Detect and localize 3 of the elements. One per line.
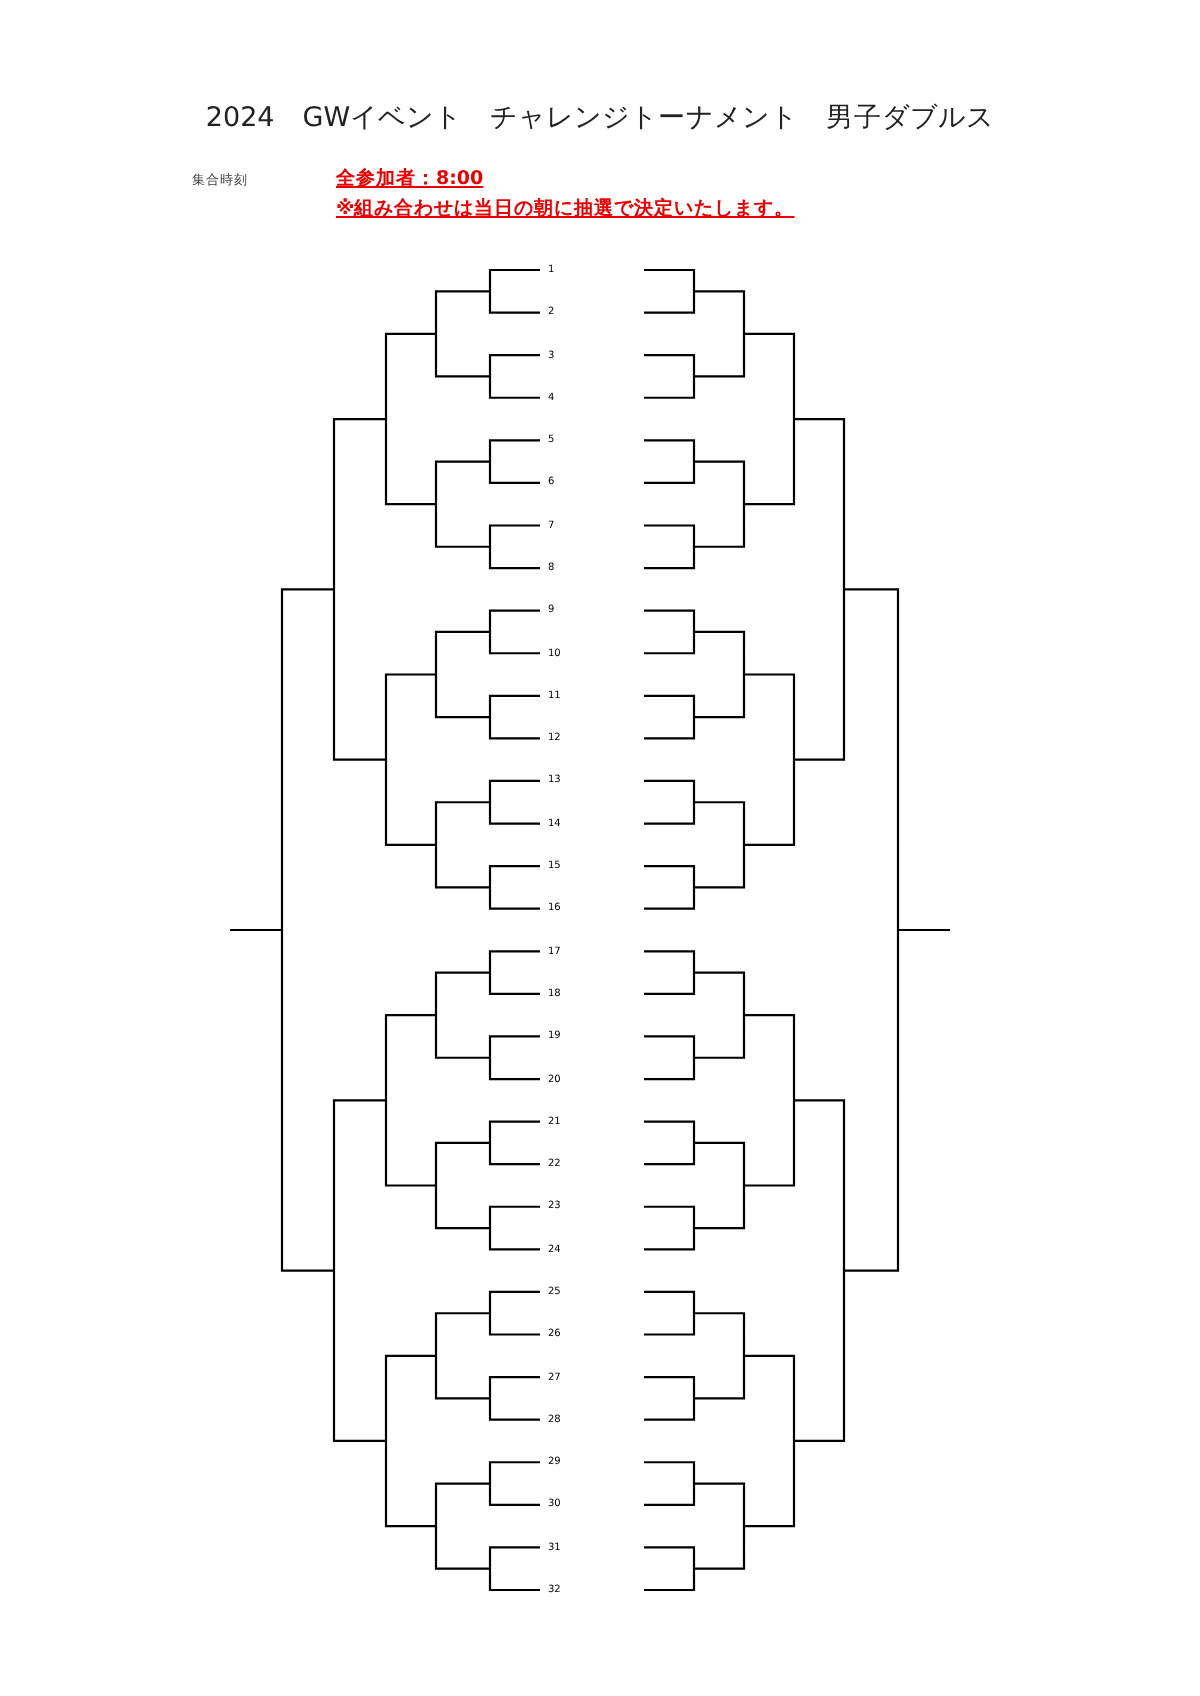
title: 2024 GWイベント チャレンジトーナメント 男子ダブルス [203,100,997,136]
draw-note: ※組み合わせは当日の朝に抽選で決定いたします。 [336,196,795,222]
time-note: 全参加者：8:00 [336,166,484,192]
